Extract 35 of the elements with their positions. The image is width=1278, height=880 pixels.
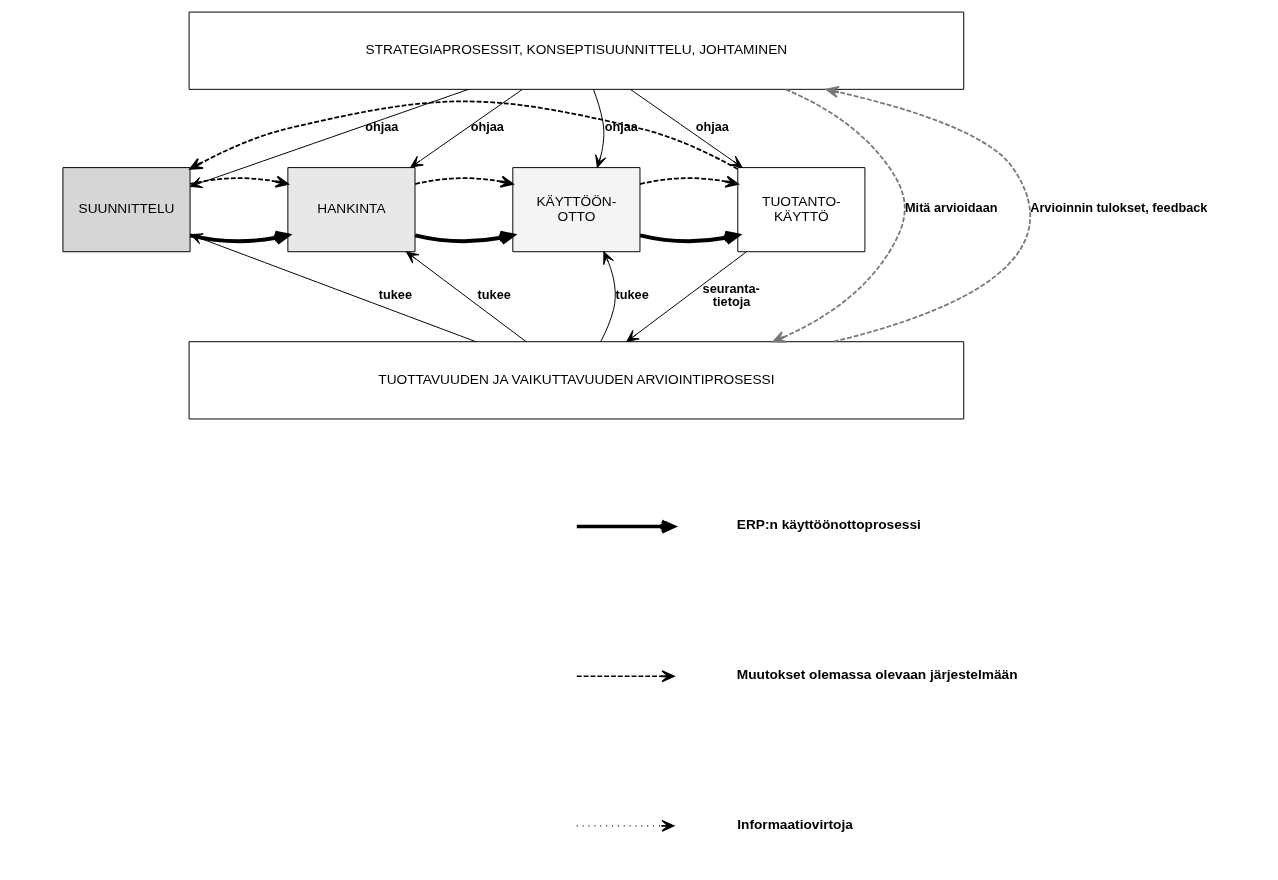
edge-label: tukee <box>477 287 511 303</box>
arrow <box>406 251 527 343</box>
arrow <box>414 175 514 188</box>
arrow <box>639 175 739 188</box>
edge-label: Mitä arvioidaan <box>905 200 998 216</box>
arrow <box>593 89 607 169</box>
arrow <box>414 230 515 245</box>
edge-label: Arvioinnin tulokset, feedback <box>1030 200 1208 216</box>
edge-label: ohjaa <box>604 118 638 134</box>
arrow <box>630 89 743 168</box>
legend-label: Muutokset olemassa olevaan järjestelmään <box>736 666 1018 682</box>
arrow <box>410 89 523 168</box>
arrow <box>600 251 616 342</box>
edge-label: seuranta- tietoja <box>702 281 760 309</box>
arrow <box>189 88 469 189</box>
legend-label: Informaatiovirtoja <box>737 816 853 832</box>
node-box: HANKINTA <box>287 167 416 253</box>
node-box: KÄYTTÖÖN- OTTO <box>512 167 641 253</box>
edge-label: ohjaa <box>365 118 399 134</box>
arrow <box>189 175 289 188</box>
legend-label: ERP:n käyttöönottoprosessi <box>736 517 921 533</box>
arrow <box>189 100 739 170</box>
arrow <box>825 85 1031 343</box>
arrow <box>772 88 906 343</box>
node-box: TUOTANTO- KÄYTTÖ <box>737 167 866 253</box>
edge-label: tukee <box>378 287 413 303</box>
arrow <box>190 233 477 343</box>
node-box: STRATEGIAPROSESSIT, KONSEPTISUUNNITTELU, JOHTAMINEN <box>188 11 965 90</box>
arrow <box>639 230 740 245</box>
arrow <box>626 251 747 343</box>
node-box: SUUNNITTELU <box>62 167 191 253</box>
edge-label: ohjaa <box>695 118 729 134</box>
edge-label: ohjaa <box>470 118 504 134</box>
arrow <box>189 230 290 245</box>
node-box: TUOTTAVUUDEN JA VAIKUTTAVUUDEN ARVIOINTIPROSESSI <box>188 341 965 420</box>
